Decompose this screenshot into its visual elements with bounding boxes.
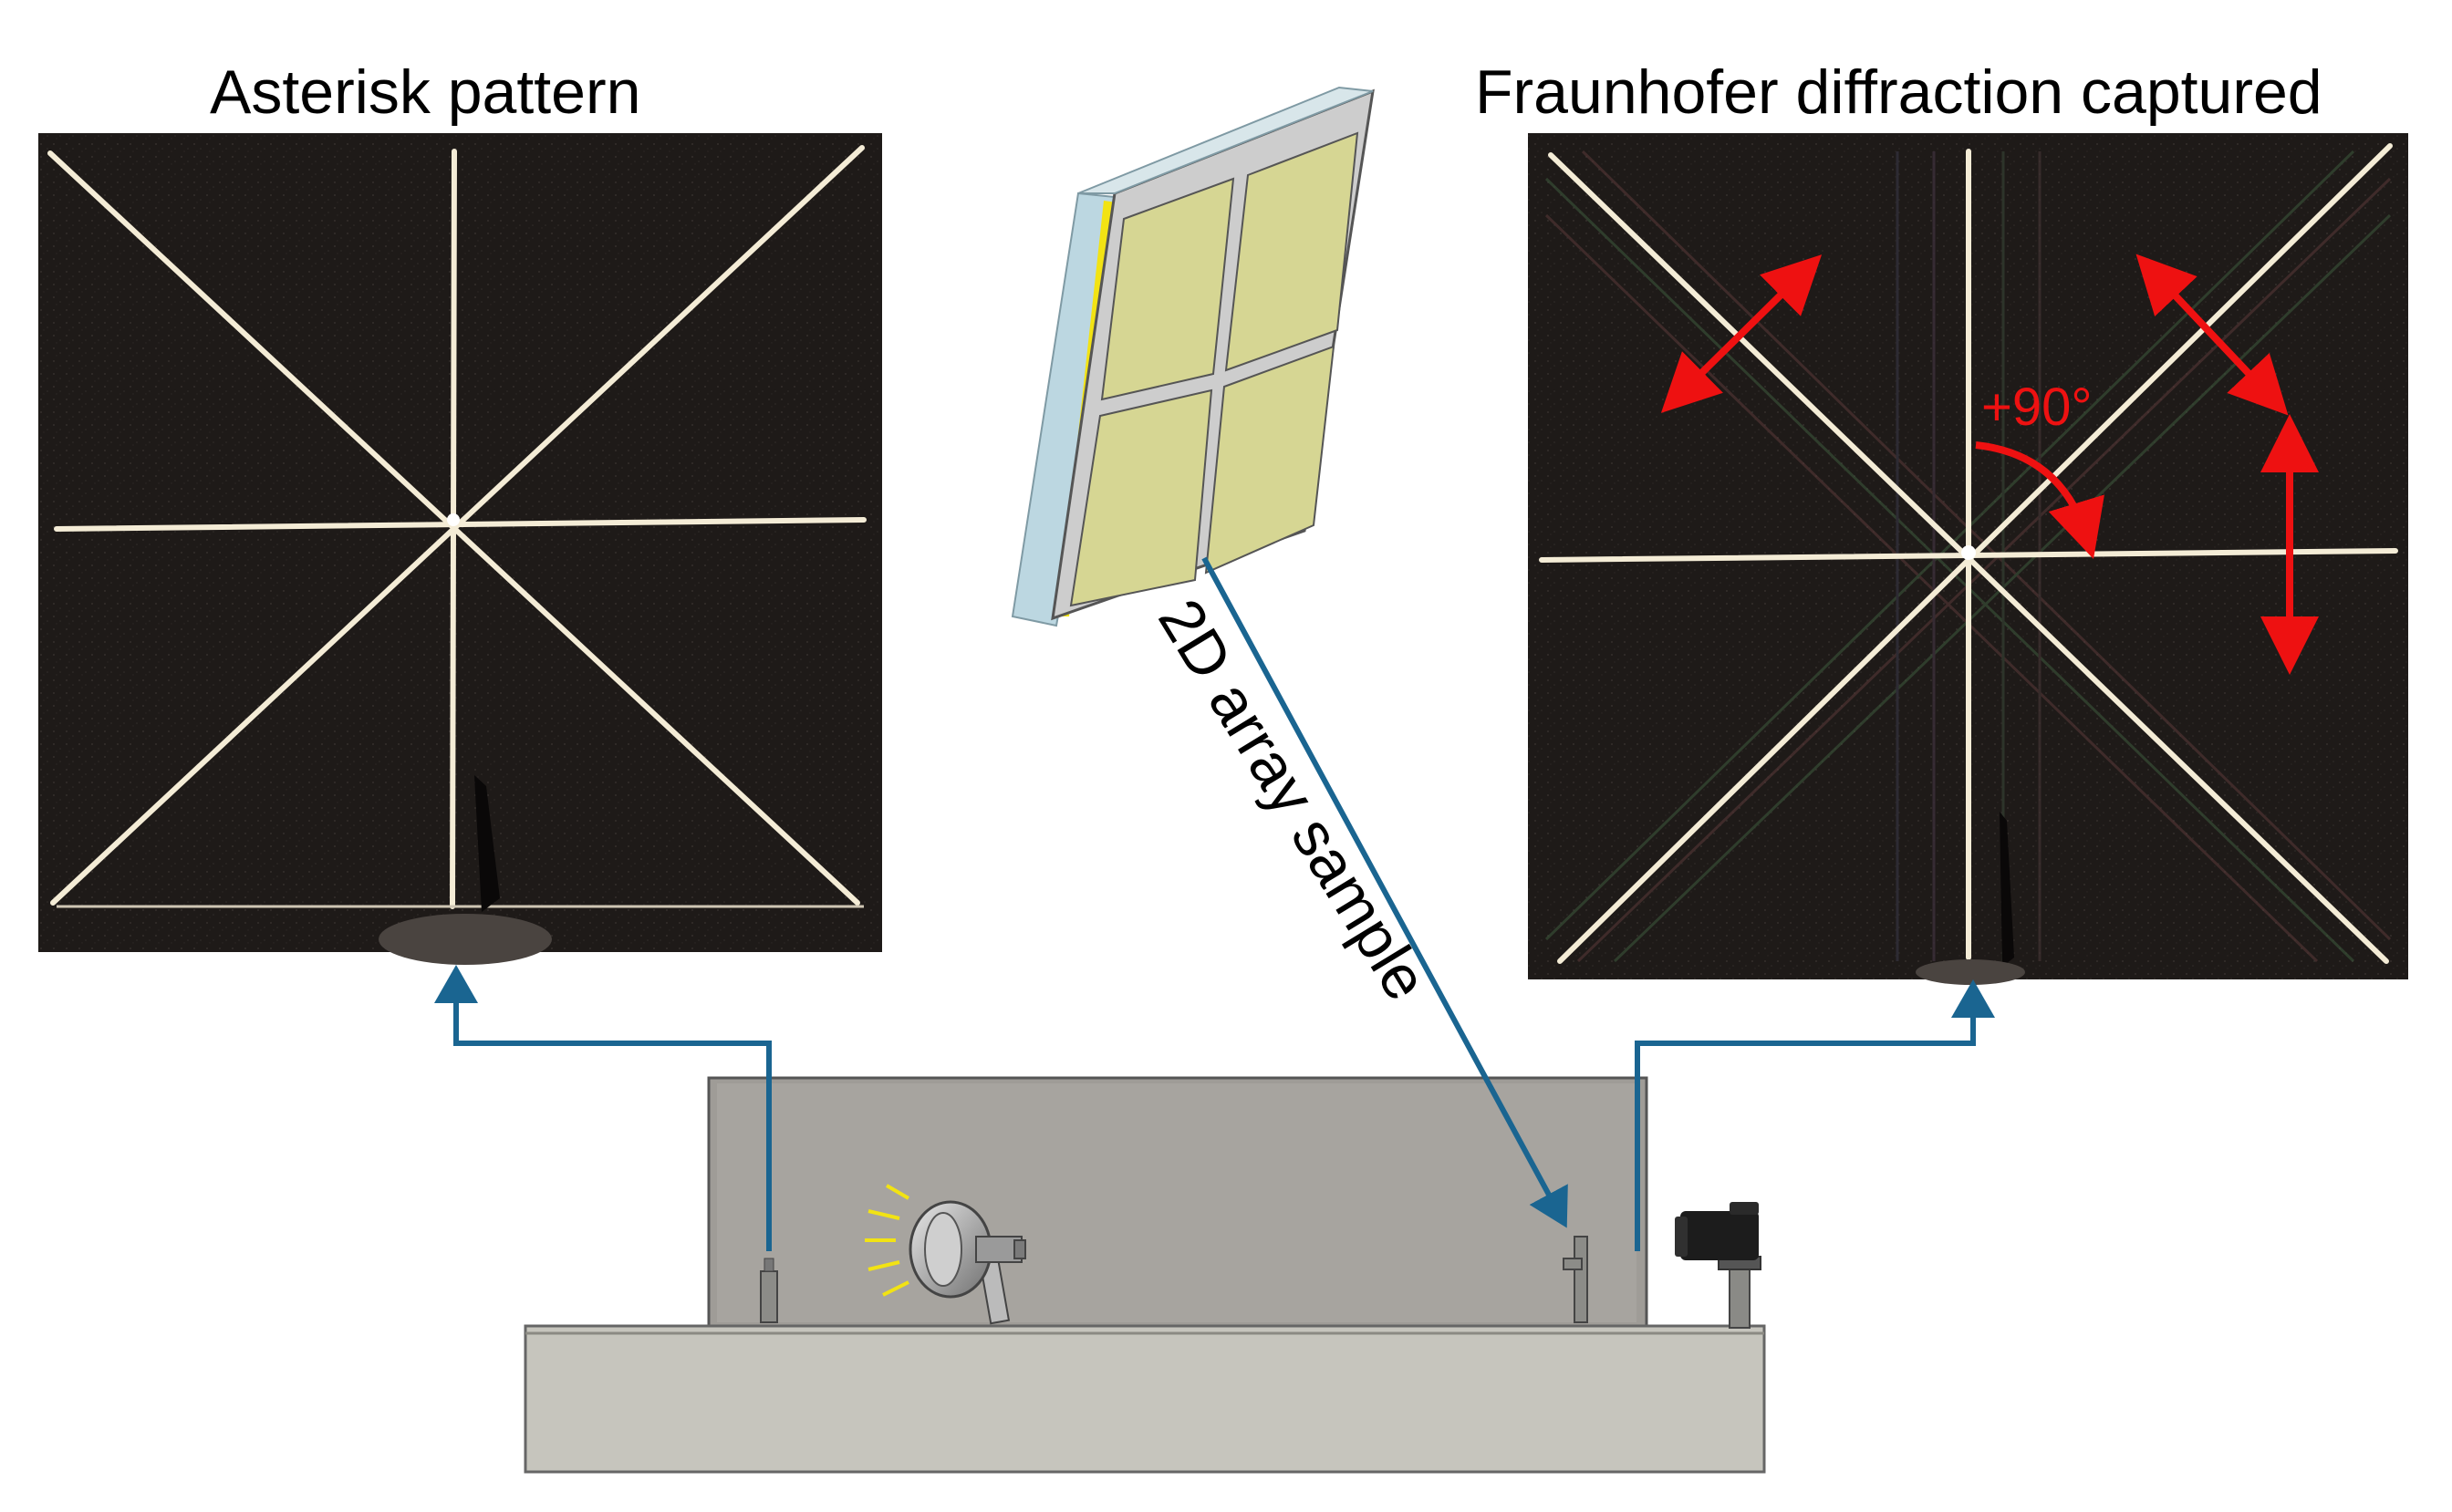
red-double-arrow-left <box>1660 254 1823 413</box>
camera-icon <box>1675 1202 1761 1329</box>
fraunhofer-title: Fraunhofer diffraction captured <box>1475 57 2322 127</box>
red-double-arrow-right <box>2135 254 2289 416</box>
asterisk-pattern-photo <box>38 133 882 965</box>
lamp-rays <box>865 1184 910 1297</box>
sample-illustration <box>1011 86 1375 627</box>
rotation-label: +90° <box>1981 378 2093 437</box>
lamp-icon <box>909 1200 1026 1325</box>
fraunhofer-photo: +90° <box>1528 133 2408 985</box>
connectors <box>434 556 1995 1251</box>
asterisk-pattern-title: Asterisk pattern <box>210 57 641 127</box>
connector-to-sample-holder <box>1201 556 1568 1228</box>
connector-to-asterisk <box>434 965 772 1251</box>
bench-setup <box>524 1076 1766 1474</box>
sample-label: 2D array sample <box>1145 587 1441 1011</box>
rotation-arrow <box>1975 441 2104 559</box>
connector-to-fraunhofer <box>1635 979 1995 1251</box>
